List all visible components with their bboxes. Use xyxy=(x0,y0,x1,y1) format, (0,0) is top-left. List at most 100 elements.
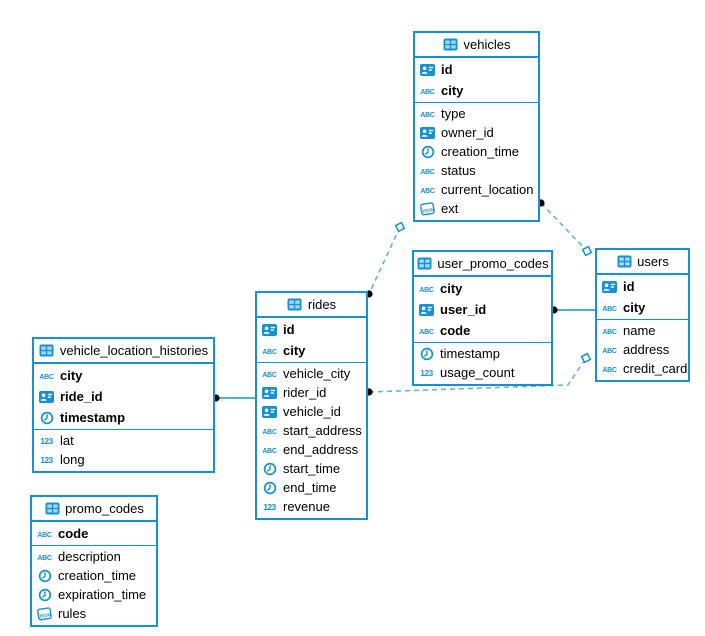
column-row: id xyxy=(597,276,688,297)
column-row: ABC current_location xyxy=(415,180,538,199)
table-header[interactable]: promo_codes xyxy=(32,497,156,522)
column-row: JSON rules xyxy=(32,604,156,623)
clock-icon xyxy=(38,411,55,425)
id-badge-icon xyxy=(419,126,436,139)
abc-text-icon: ABC xyxy=(261,426,278,436)
column-name: status xyxy=(441,163,476,178)
columns-section: 123 lat 123 long xyxy=(34,430,213,471)
column-name: code xyxy=(58,526,89,541)
abc-text-icon: ABC xyxy=(419,166,436,176)
table-grid-icon xyxy=(44,502,60,515)
table-grid-icon xyxy=(616,255,632,268)
column-name: id xyxy=(283,322,295,337)
column-name: rider_id xyxy=(283,385,327,400)
column-row: timestamp xyxy=(414,344,551,363)
table-title: rides xyxy=(307,297,337,312)
column-name: address xyxy=(623,342,670,357)
table-header[interactable]: vehicle_location_histories xyxy=(34,339,213,364)
abc-text-icon: ABC xyxy=(601,326,618,336)
abc-text-icon: ABC xyxy=(419,185,436,195)
svg-text:123: 123 xyxy=(420,368,433,378)
column-row: ABC vehicle_city xyxy=(257,364,366,383)
columns-section: ABC description creation_time expiration… xyxy=(32,546,156,625)
relation-vehicles-to-users xyxy=(540,202,588,252)
abc-text-icon: ABC xyxy=(418,284,435,294)
svg-text:JSON: JSON xyxy=(38,611,52,618)
table-promo_codes[interactable]: promo_codes ABC code ABC description cre… xyxy=(30,495,158,627)
id-badge-icon xyxy=(261,323,278,336)
abc-text-icon: ABC xyxy=(38,371,55,381)
column-name: timestamp xyxy=(60,410,126,425)
abc-text-icon: ABC xyxy=(261,346,278,356)
column-name: vehicle_id xyxy=(283,404,341,419)
svg-text:ABC: ABC xyxy=(420,169,435,176)
column-name: user_id xyxy=(440,302,487,317)
column-name: start_time xyxy=(283,461,341,476)
svg-text:ABC: ABC xyxy=(602,306,617,313)
svg-text:ABC: ABC xyxy=(419,329,434,336)
clock-icon xyxy=(36,569,53,583)
column-name: vehicle_city xyxy=(283,366,351,381)
abc-text-icon: ABC xyxy=(261,369,278,379)
column-name: city xyxy=(623,300,646,315)
table-title: vehicle_location_histories xyxy=(59,343,209,358)
column-row: creation_time xyxy=(415,142,538,161)
table-header[interactable]: user_promo_codes xyxy=(414,252,551,277)
number-123-icon: 123 xyxy=(418,367,435,378)
table-header[interactable]: vehicles xyxy=(415,33,538,58)
column-row: ABC city xyxy=(34,365,213,386)
column-row: id xyxy=(257,319,366,340)
column-row: creation_time xyxy=(32,566,156,585)
svg-text:123: 123 xyxy=(40,436,53,446)
column-row: vehicle_id xyxy=(257,402,366,421)
column-name: end_time xyxy=(283,480,337,495)
primary-key-section: ABC code xyxy=(32,522,156,546)
column-row: 123 revenue xyxy=(257,497,366,516)
column-name: id xyxy=(441,62,453,77)
column-row: ABC city xyxy=(414,278,551,299)
column-name: name xyxy=(623,323,656,338)
column-name: timestamp xyxy=(440,346,500,361)
clock-icon xyxy=(36,588,53,602)
abc-text-icon: ABC xyxy=(601,364,618,374)
json-doc-icon: JSON xyxy=(36,606,53,621)
svg-text:ABC: ABC xyxy=(262,448,277,455)
columns-section: ABC name ABC address ABC credit_card xyxy=(597,320,688,380)
number-123-icon: 123 xyxy=(38,454,55,465)
id-badge-icon xyxy=(38,390,55,403)
column-row: ABC city xyxy=(415,80,538,101)
column-name: ext xyxy=(441,201,459,216)
clock-icon xyxy=(419,145,436,159)
table-vehicle_location_histories[interactable]: vehicle_location_histories ABC city ride… xyxy=(32,337,215,473)
id-badge-icon xyxy=(419,63,436,76)
column-row: owner_id xyxy=(415,123,538,142)
column-name: ride_id xyxy=(60,389,103,404)
column-row: start_time xyxy=(257,459,366,478)
cardinality-diamond-marker xyxy=(394,221,406,233)
column-row: id xyxy=(415,59,538,80)
column-row: expiration_time xyxy=(32,585,156,604)
table-grid-icon xyxy=(287,298,303,311)
table-rides[interactable]: rides id ABC city ABC vehicle_city rider… xyxy=(255,291,368,520)
table-vehicles[interactable]: vehicles id ABC city ABC type owner_id c… xyxy=(413,31,540,222)
columns-section: ABC type owner_id creation_time ABC stat… xyxy=(415,103,538,220)
relation-vehicles-to-rides xyxy=(368,226,401,295)
id-badge-icon xyxy=(601,280,618,293)
cardinality-diamond-marker xyxy=(581,245,593,257)
columns-section: ABC vehicle_city rider_id vehicle_id ABC… xyxy=(257,363,366,518)
cardinality-diamond-marker xyxy=(580,352,592,364)
column-name: creation_time xyxy=(58,568,137,583)
number-123-icon: 123 xyxy=(261,501,278,512)
svg-text:ABC: ABC xyxy=(420,188,435,195)
svg-text:ABC: ABC xyxy=(419,287,434,294)
id-badge-icon xyxy=(261,405,278,418)
table-header[interactable]: rides xyxy=(257,293,366,318)
column-name: revenue xyxy=(283,499,330,514)
table-user_promo_codes[interactable]: user_promo_codes ABC city user_id ABC co… xyxy=(412,250,553,386)
column-row: ABC start_address xyxy=(257,421,366,440)
table-header[interactable]: users xyxy=(597,250,688,275)
table-users[interactable]: users id ABC city ABC name ABC address A… xyxy=(595,248,690,382)
column-row: ABC city xyxy=(257,340,366,361)
table-grid-icon xyxy=(416,257,432,270)
table-grid-icon xyxy=(443,38,459,51)
